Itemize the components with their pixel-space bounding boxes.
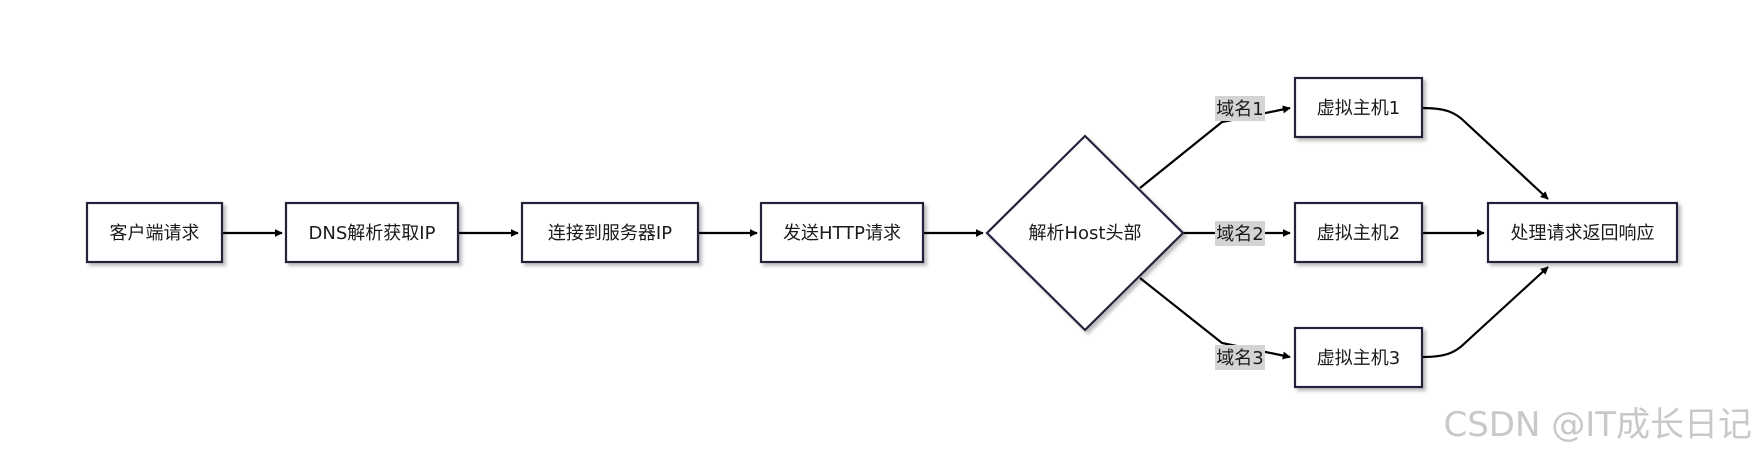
node-process-return-label: 处理请求返回响应 (1511, 223, 1655, 244)
node-vhost3-label: 虚拟主机3 (1317, 348, 1400, 369)
edge-parse-to-vhost3 (1139, 277, 1291, 360)
node-vhost2: 虚拟主机2 (1293, 201, 1424, 264)
node-vhost2-label: 虚拟主机2 (1317, 223, 1400, 244)
node-parse-host-label: 解析Host头部 (1029, 223, 1142, 244)
node-process-return: 处理请求返回响应 (1486, 201, 1679, 264)
edge-label-domain3-text: 域名3 (1216, 348, 1263, 369)
edge-parse-to-vhost1 (1139, 105, 1291, 189)
node-vhost1-label: 虚拟主机1 (1317, 98, 1400, 119)
edge-label-domain1-text: 域名1 (1216, 99, 1263, 120)
node-send-http: 发送HTTP请求 (759, 201, 925, 264)
node-send-http-label: 发送HTTP请求 (783, 223, 901, 244)
node-connect-server: 连接到服务器IP (520, 201, 700, 264)
edge-label-domain1: 域名1 (1215, 96, 1265, 121)
node-parse-host: 解析Host头部 (985, 134, 1185, 332)
edge-label-domain3: 域名3 (1215, 345, 1265, 370)
watermark: CSDN @IT成长日记 (1443, 405, 1752, 445)
node-client-request-label: 客户端请求 (110, 223, 200, 244)
node-client-request: 客户端请求 (85, 201, 224, 264)
edge-vhost1-to-process (1421, 106, 1549, 200)
edge-label-domain2-text: 域名2 (1216, 224, 1263, 245)
node-vhost1: 虚拟主机1 (1293, 76, 1424, 139)
node-dns-resolve-label: DNS解析获取IP (309, 223, 436, 244)
node-vhost3: 虚拟主机3 (1293, 326, 1424, 389)
node-dns-resolve: DNS解析获取IP (284, 201, 460, 264)
node-connect-server-label: 连接到服务器IP (548, 223, 672, 244)
edge-label-domain2: 域名2 (1215, 221, 1265, 246)
edge-vhost3-to-process (1421, 266, 1549, 359)
